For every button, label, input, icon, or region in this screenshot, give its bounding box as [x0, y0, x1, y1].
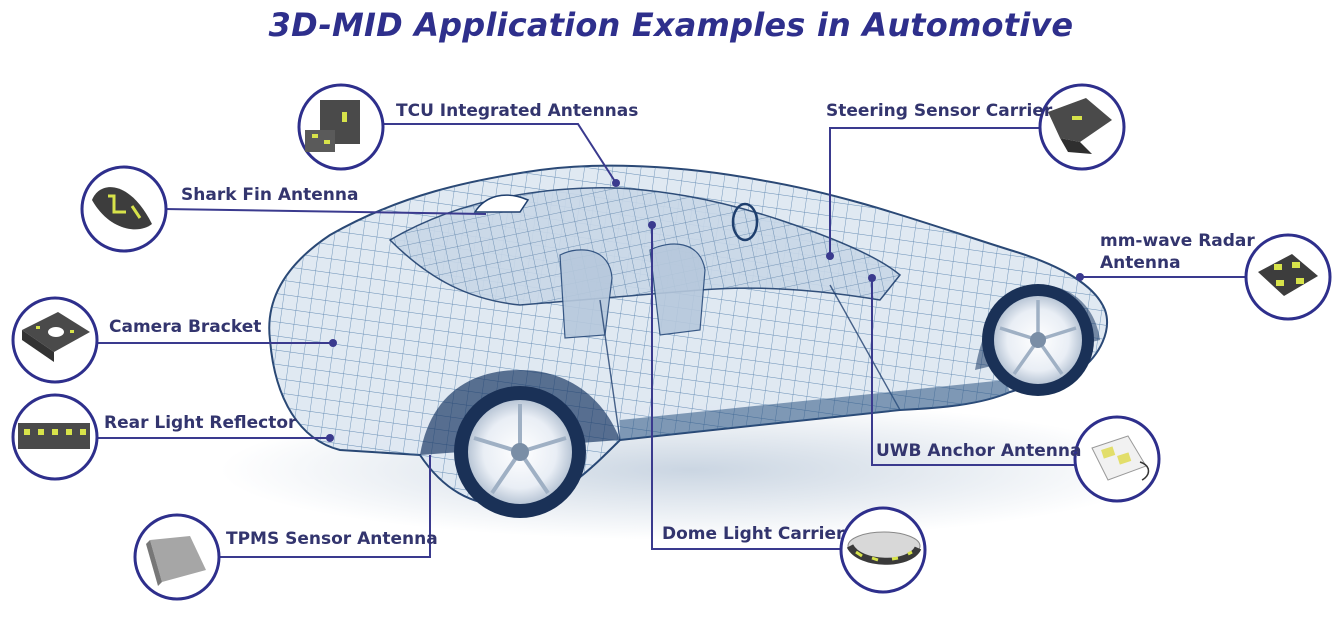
rear-light-reflector-icon	[11, 393, 99, 481]
label-steering-sensor-carrier: Steering Sensor Carrier	[826, 101, 1053, 121]
label-mm-wave-radar-line2: Antenna	[1100, 253, 1181, 273]
label-shark-fin-antenna: Shark Fin Antenna	[181, 185, 359, 205]
front-wheel	[982, 284, 1094, 396]
label-tcu-integrated-antennas: TCU Integrated Antennas	[396, 101, 639, 121]
camera-bracket-icon	[11, 296, 99, 384]
label-mm-wave-radar-line1: mm-wave Radar	[1100, 231, 1255, 251]
callout-line-shark	[163, 208, 487, 215]
label-rear-light-reflector: Rear Light Reflector	[104, 413, 297, 433]
diagram-title: 3D-MID Application Examples in Automotiv…	[268, 6, 1074, 44]
shark-fin-antenna-icon	[80, 165, 168, 253]
label-uwb-anchor-antenna: UWB Anchor Antenna	[876, 441, 1082, 461]
uwb-anchor-antenna-icon	[1073, 415, 1161, 503]
tcu-antenna-module-icon	[297, 83, 385, 171]
label-mm-wave-radar-antenna: mm-wave Radar Antenna	[1100, 230, 1255, 274]
mm-wave-radar-antenna-icon	[1244, 233, 1332, 321]
callout-line-tpms	[220, 455, 431, 558]
callout-lines	[97, 123, 1248, 558]
label-camera-bracket: Camera Bracket	[109, 317, 262, 337]
callout-endpoints	[326, 179, 1084, 442]
label-tpms-sensor-antenna: TPMS Sensor Antenna	[226, 529, 438, 549]
rear-wheel	[454, 386, 586, 518]
tpms-sensor-antenna-icon	[133, 513, 221, 601]
callout-line-uwb	[871, 278, 1075, 466]
steering-sensor-carrier-icon	[1038, 83, 1126, 171]
callout-line-steering	[829, 127, 1040, 256]
dome-light-carrier-icon	[839, 506, 927, 594]
callout-line-tcu	[384, 123, 617, 184]
callout-line-dome	[651, 225, 842, 550]
label-dome-light-carrier: Dome Light Carrier	[662, 524, 845, 544]
